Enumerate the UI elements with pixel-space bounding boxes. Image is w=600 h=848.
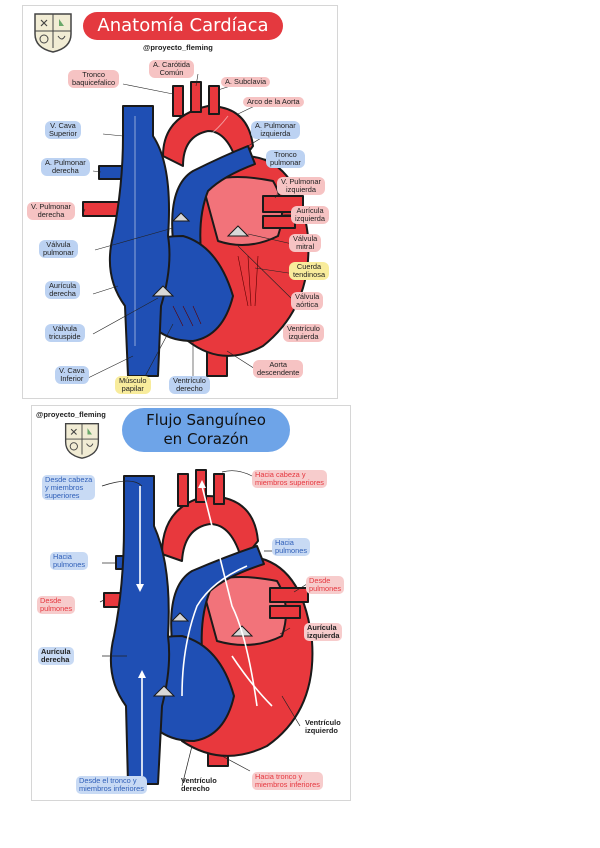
label-desde-tronco: Desde el tronco y miembros inferiores: [76, 776, 147, 794]
heart-flow-illustration: [99, 469, 314, 787]
anatomy-panel: Anatomía Cardíaca @proyecto_fleming: [22, 5, 338, 399]
label-valvula-aortica: Válvula aórtica: [291, 292, 324, 310]
label-hacia-pulmones-derecha: Hacia pulmones: [272, 538, 311, 556]
label-valvula-pulmonar: Válvula pulmonar: [39, 240, 78, 258]
label-vena-cava-inferior: V. Cava Inferior: [55, 366, 89, 384]
blood-flow-panel: @proyecto_fleming Flujo Sanguíneo en Cor…: [31, 405, 351, 801]
label-ventriculo-derecho: Ventrículo derecho: [169, 376, 210, 394]
label-arco-aorta: Arco de la Aorta: [243, 97, 304, 107]
author-handle: @proyecto_fleming: [143, 43, 213, 52]
label-aorta-descendente: Aorta descendente: [253, 360, 304, 378]
label-musculo-papilar: Músculo papilar: [115, 376, 151, 394]
label-tronco-pulmonar: Tronco pulmonar: [266, 150, 305, 168]
label-arteria-pulmonar-derecha: A. Pulmonar derecha: [41, 158, 90, 176]
page-title: Flujo Sanguíneo en Corazón: [122, 408, 290, 452]
label-valvula-tricuspide: Válvula tricuspide: [45, 324, 85, 342]
label-vena-cava-superior: V. Cava Superior: [45, 121, 81, 139]
label-desde-cabeza: Desde cabeza y miembros superiores: [42, 475, 96, 501]
label-cuerda-tendinosa: Cuerda tendinosa: [289, 262, 330, 280]
label-vena-pulmonar-derecha: V. Pulmonar derecha: [27, 202, 75, 220]
label-arteria-pulmonar-izquierda: A. Pulmonar izquierda: [251, 121, 300, 139]
label-tronco-braquiocefalico: Tronco baquicefalico: [68, 70, 120, 88]
page-title: Anatomía Cardíaca: [83, 12, 283, 40]
heart-anatomy-illustration: [82, 73, 310, 385]
label-desde-pulmones-izquierda: Desde pulmones: [37, 596, 76, 614]
label-hacia-pulmones-izquierda: Hacia pulmones: [50, 552, 89, 570]
label-vena-pulmonar-izquierda: V. Pulmonar izquierda: [277, 177, 325, 195]
label-desde-pulmones-derecha: Desde pulmones: [306, 576, 345, 594]
label-auricula-derecha: Aurícula derecha: [45, 281, 81, 299]
label-ventriculo-izquierdo: Ventrículo izquierda: [283, 324, 324, 342]
label-auricula-izquierda: Aurícula izquierda: [304, 623, 343, 641]
label-hacia-cabeza: Hacia cabeza y miembros superiores: [252, 470, 328, 488]
crest-logo-icon: [34, 13, 72, 53]
label-ventriculo-izquierdo: Ventrículo izquierdo: [305, 718, 341, 735]
crest-logo-icon: [64, 422, 100, 459]
label-carotida-comun: A. Carótida Común: [149, 60, 194, 78]
label-valvula-mitral: Válvula mitral: [289, 234, 322, 252]
label-ventriculo-derecho: Ventrículo derecho: [181, 776, 217, 793]
label-auricula-izquierda: Aurícula izquierda: [291, 206, 329, 224]
label-auricula-derecha: Aurícula derecha: [38, 647, 74, 665]
label-hacia-tronco: Hacia tronco y miembros inferiores: [252, 772, 323, 790]
author-handle: @proyecto_fleming: [36, 410, 106, 419]
label-subclavia: A. Subclavia: [221, 77, 271, 87]
